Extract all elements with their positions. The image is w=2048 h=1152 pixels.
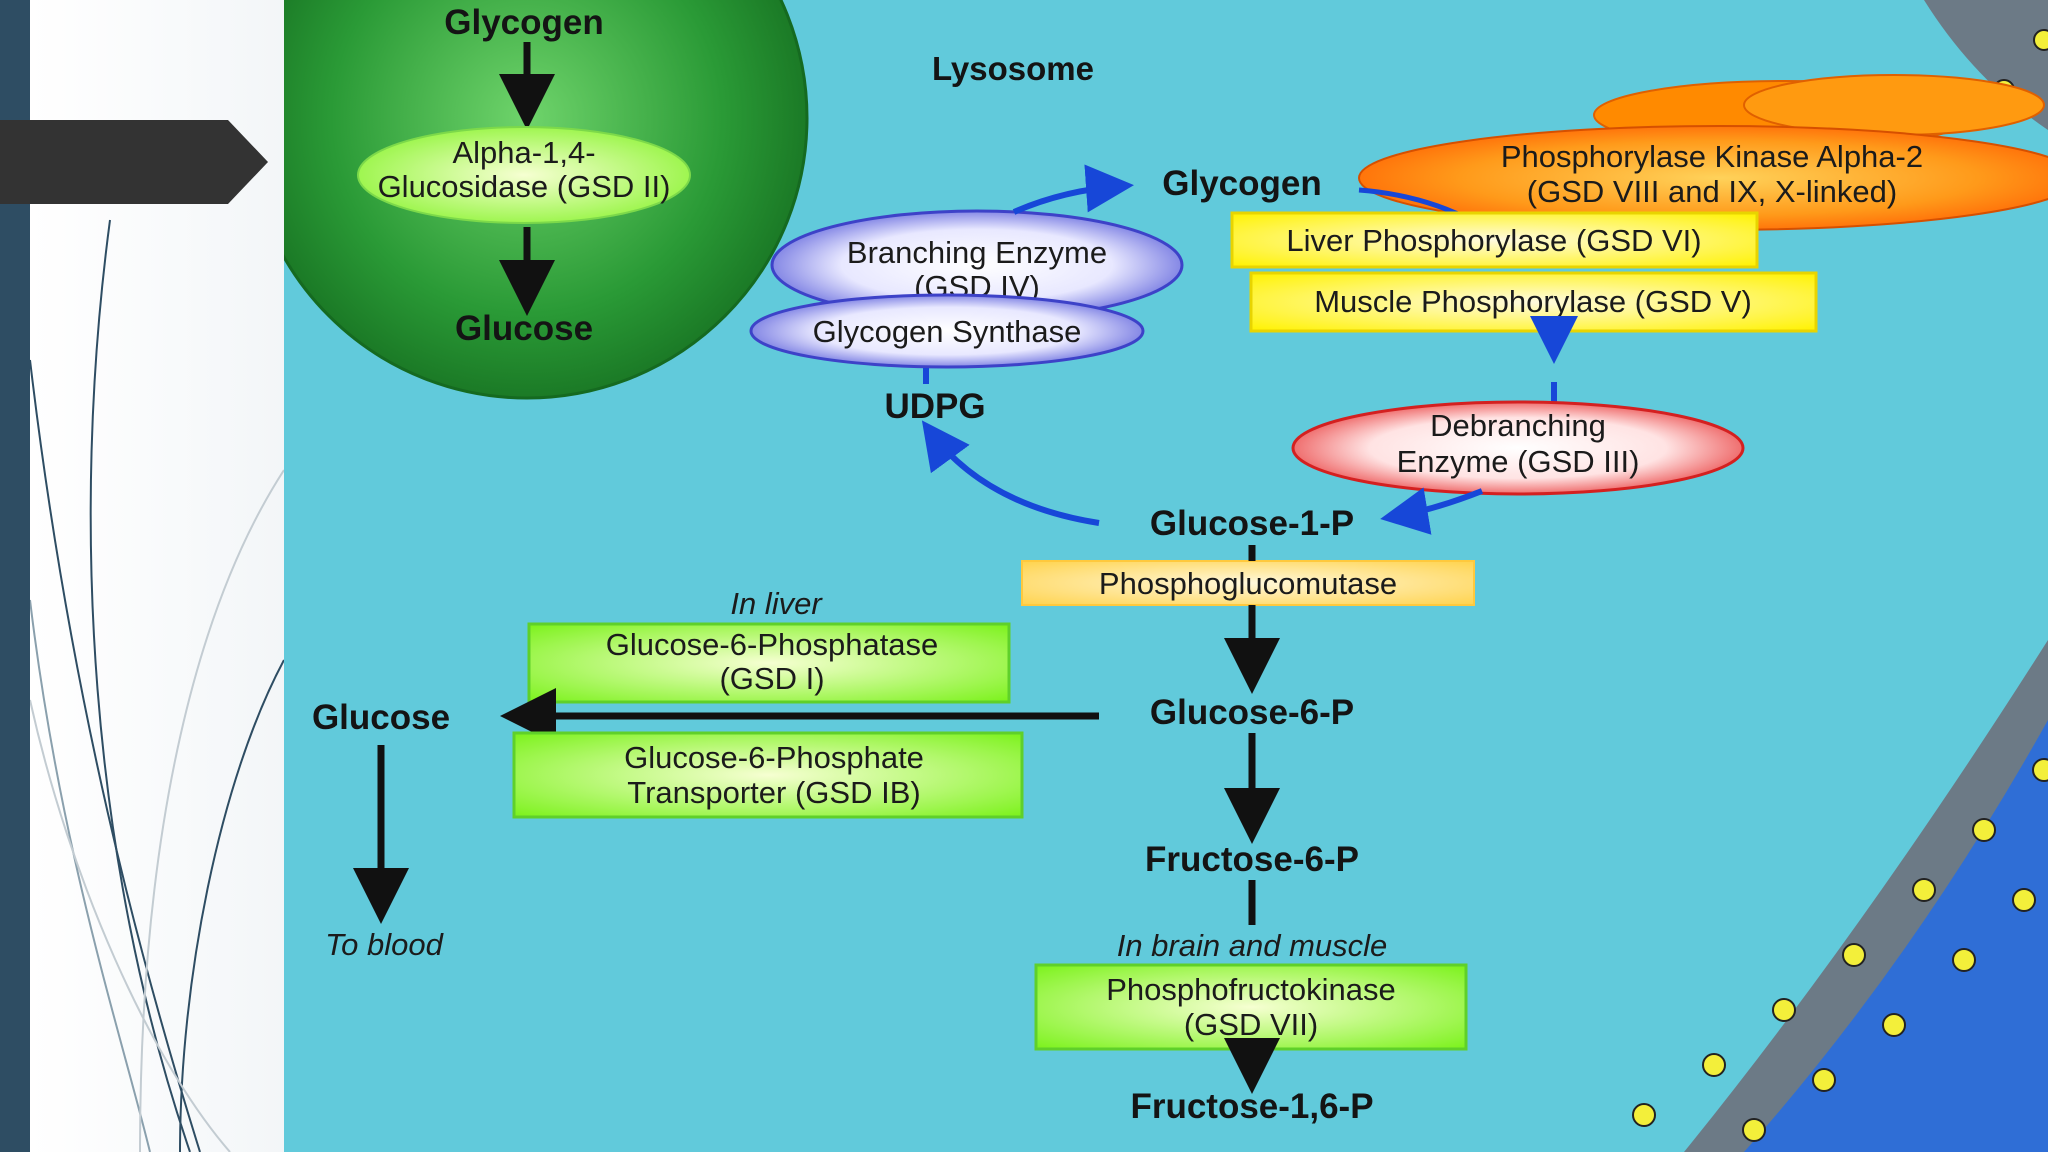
pfk-line2: (GSD VII) — [1184, 1007, 1318, 1042]
glycogen-synthase-label: Glycogen Synthase — [813, 314, 1082, 349]
liver-phosphorylase-label: Liver Phosphorylase (GSD VI) — [1286, 223, 1701, 258]
phosphoglucomutase-box — [1021, 560, 1475, 606]
pfk-box — [1034, 963, 1468, 1051]
glucose-6-p: Glucose-6-P — [1150, 693, 1354, 732]
branching-enzyme-line1: Branching Enzyme — [847, 235, 1107, 270]
glucose-cytosol: Glucose — [312, 698, 450, 737]
debranching-enzyme-ellipse — [1291, 400, 1745, 496]
arrow-tab — [0, 120, 268, 204]
glycogen-metabolism-diagram: Glycogen Alpha-1,4- Glucosidase (GSD II)… — [284, 0, 2048, 1152]
debranching-line2: Enzyme (GSD III) — [1397, 444, 1640, 479]
in-brain-muscle-label: In brain and muscle — [1117, 928, 1388, 963]
g6p-transporter-line2: Transporter (GSD IB) — [627, 775, 920, 810]
g6pase-box — [527, 622, 1011, 704]
g6p-transporter-line1: Glucose-6-Phosphate — [624, 740, 924, 775]
alpha-glucosidase-line2: Glucosidase (GSD II) — [378, 169, 671, 204]
debranching-line1: Debranching — [1430, 408, 1606, 443]
g6pase-line1: Glucose-6-Phosphatase — [606, 627, 939, 662]
kinase-line1: Phosphorylase Kinase Alpha-2 — [1501, 139, 1923, 174]
pfk-line1: Phosphofructokinase — [1106, 972, 1396, 1007]
g6p-transporter-box — [512, 731, 1024, 819]
udpg-label: UDPG — [884, 387, 985, 426]
g6pase-line2: (GSD I) — [719, 661, 824, 696]
phosphorylase-kinase: Phosphorylase Kinase Alpha-2 (GSD VIII a… — [1358, 74, 2048, 231]
lysosome: Glycogen Alpha-1,4- Glucosidase (GSD II)… — [284, 0, 809, 400]
fructose-6-p: Fructose-6-P — [1145, 840, 1359, 879]
decorative-curves — [30, 219, 284, 1152]
kinase-line2: (GSD VIII and IX, X-linked) — [1527, 174, 1897, 209]
lysosome-glucose: Glucose — [455, 309, 593, 348]
glucose-1-p: Glucose-1-P — [1150, 504, 1354, 543]
alpha-glucosidase-line1: Alpha-1,4- — [452, 135, 595, 170]
in-liver-label: In liver — [730, 586, 823, 621]
alpha-glucosidase-ellipse — [357, 126, 691, 224]
phosphoglucomutase-label: Phosphoglucomutase — [1099, 566, 1397, 601]
fructose-1-6-p: Fructose-1,6-P — [1130, 1087, 1373, 1126]
lysosome-glycogen: Glycogen — [444, 3, 603, 42]
muscle-phosphorylase-label: Muscle Phosphorylase (GSD V) — [1314, 284, 1752, 319]
glycogen-synthase-ellipse — [749, 293, 1145, 369]
liver-phosphorylase-box — [1230, 211, 1759, 269]
glycogen-central: Glycogen — [1162, 164, 1321, 203]
lysosome-label: Lysosome — [932, 50, 1094, 87]
to-blood-label: To blood — [325, 927, 445, 962]
